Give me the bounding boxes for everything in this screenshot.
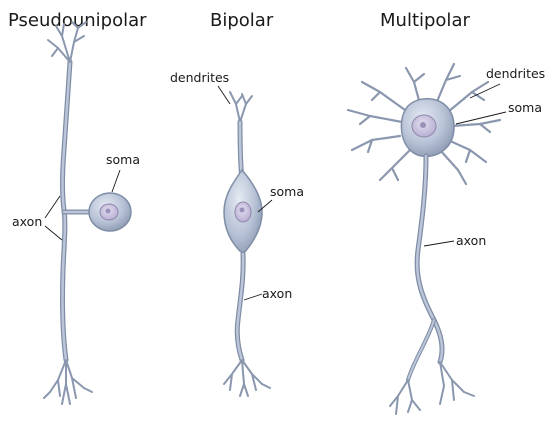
label-soma-pseudounipolar: soma (106, 152, 140, 167)
panel-title-pseudounipolar: Pseudounipolar (8, 10, 147, 31)
leader-axon-multipolar (423, 240, 455, 247)
leader-soma-bipolar (257, 199, 273, 213)
bipolar-neuron (223, 91, 271, 397)
panel-bipolar: Bipolar dendrites soma axon (170, 10, 304, 397)
leader-soma-multipolar (455, 111, 507, 125)
label-dendrites-multipolar: dendrites (486, 66, 545, 81)
label-soma-multipolar: soma (508, 100, 542, 115)
label-axon-bipolar: axon (262, 286, 292, 301)
panel-title-bipolar: Bipolar (210, 10, 274, 31)
panel-pseudounipolar: Pseudounipolar soma axon (8, 10, 147, 405)
leader-axon-bipolar (243, 293, 263, 301)
label-axon-multipolar: axon (456, 233, 486, 248)
panel-multipolar: Multipolar (346, 10, 545, 415)
leader-axon-upper (44, 195, 61, 219)
leader-dendrites-multipolar (469, 83, 501, 99)
panel-title-multipolar: Multipolar (380, 10, 470, 31)
leader-soma-pseudounipolar (111, 169, 121, 193)
leader-dendrites-bipolar (217, 85, 231, 105)
label-axon-pseudounipolar: axon (12, 214, 42, 229)
label-soma-bipolar: soma (270, 184, 304, 199)
multipolar-neuron (346, 62, 502, 415)
leader-axon-lower (44, 225, 63, 241)
label-dendrites-bipolar: dendrites (170, 70, 229, 85)
pseudounipolar-neuron (43, 21, 132, 405)
